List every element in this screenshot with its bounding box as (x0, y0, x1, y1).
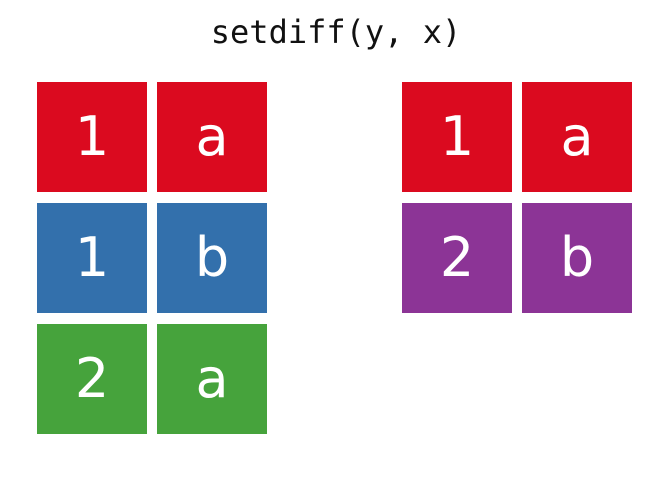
table-row: 1 b (37, 203, 267, 313)
table-cell: 1 (402, 82, 512, 192)
right-table: 1 a 2 b (402, 82, 632, 313)
table-row: 1 a (37, 82, 267, 192)
table-cell: 1 (37, 82, 147, 192)
left-table: 1 a 1 b 2 a (37, 82, 267, 434)
table-cell: a (157, 82, 267, 192)
table-cell: a (157, 324, 267, 434)
table-cell: a (522, 82, 632, 192)
table-cell: b (157, 203, 267, 313)
table-cell: 2 (402, 203, 512, 313)
table-row: 2 a (37, 324, 267, 434)
diagram-title: setdiff(y, x) (210, 13, 462, 51)
table-cell: 1 (37, 203, 147, 313)
table-row: 2 b (402, 203, 632, 313)
table-cell: b (522, 203, 632, 313)
table-cell: 2 (37, 324, 147, 434)
table-row: 1 a (402, 82, 632, 192)
